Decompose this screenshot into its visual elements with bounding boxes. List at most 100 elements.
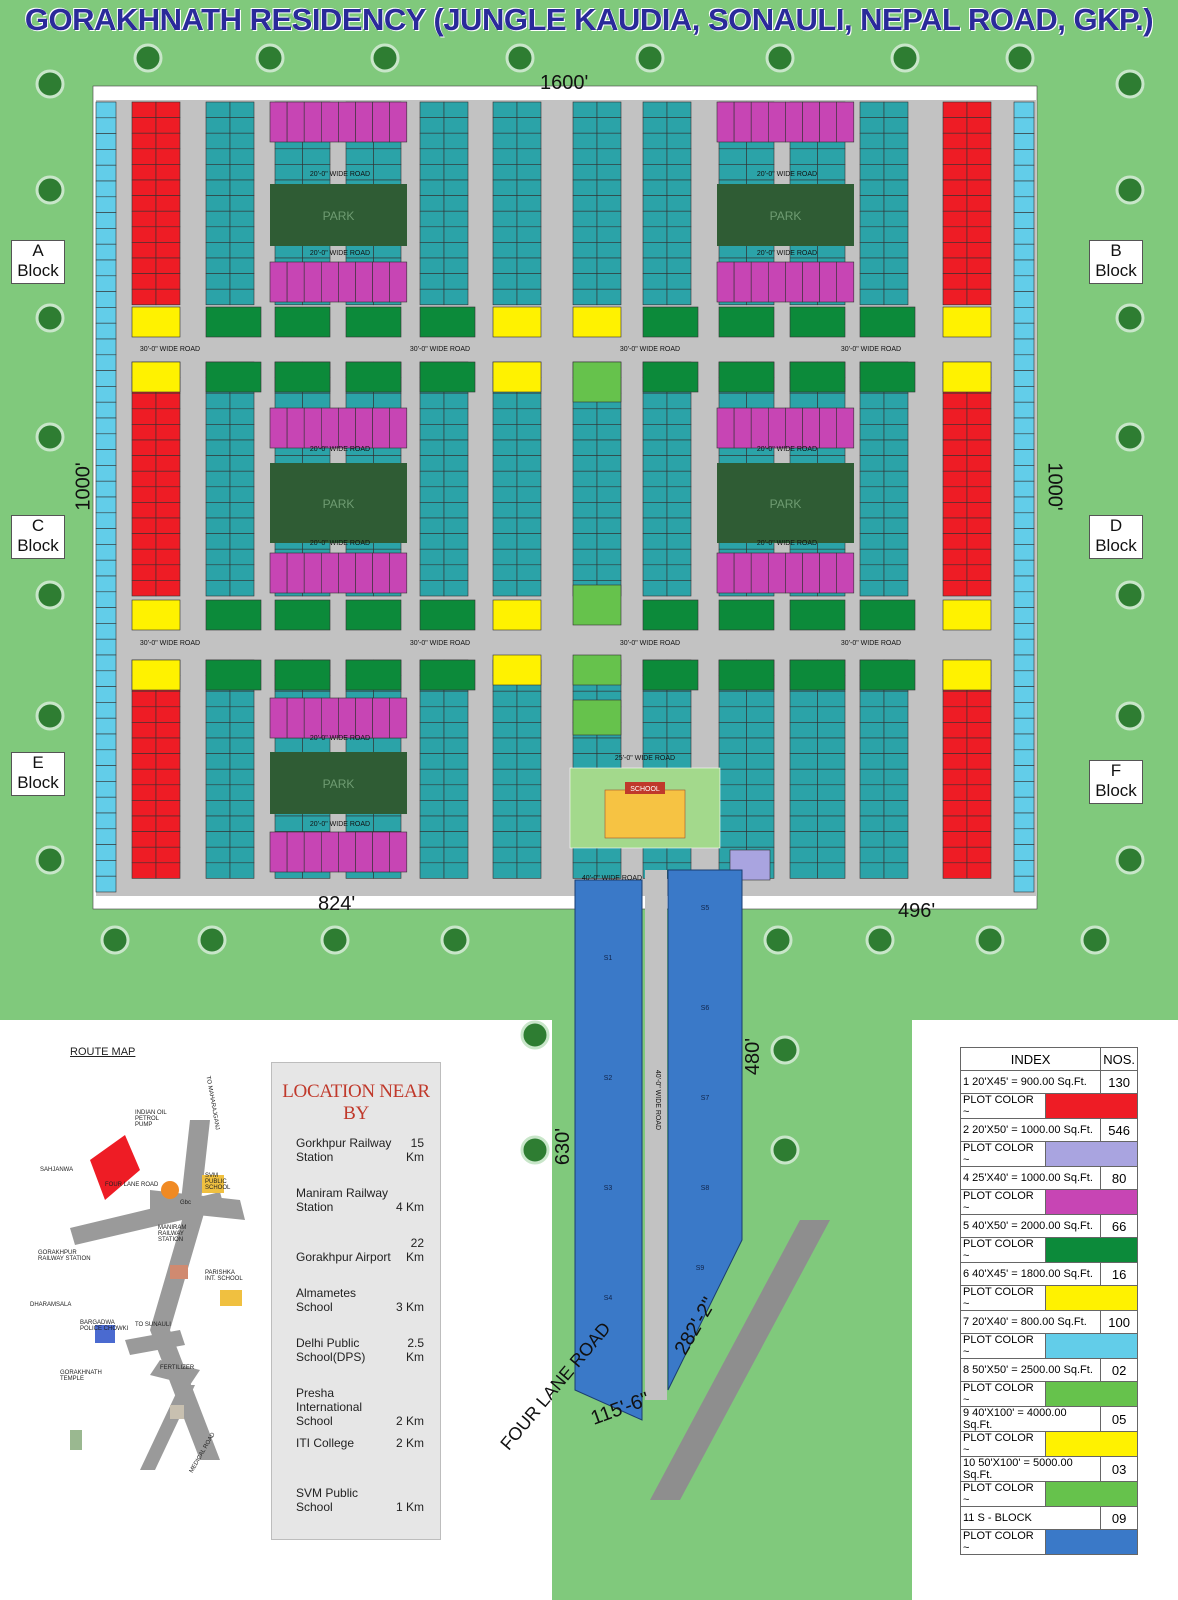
park-label: PARK [323, 497, 355, 511]
plot [205, 424, 231, 441]
plot [789, 831, 818, 848]
plot [492, 132, 518, 150]
plot [443, 737, 469, 754]
plot-magenta [819, 261, 837, 303]
plot [516, 455, 542, 472]
plot [205, 148, 231, 165]
plot-g [1013, 275, 1035, 292]
plot-g [95, 180, 117, 198]
plot [443, 164, 469, 181]
index-color-row: PLOT COLOR ~ [960, 1093, 1138, 1119]
plot [131, 722, 157, 739]
plot [155, 226, 181, 243]
plot-g [95, 417, 117, 435]
location-dist: 2 Km [396, 1414, 425, 1428]
plot [789, 392, 818, 410]
plot [131, 706, 157, 723]
plot [516, 288, 542, 306]
plot [789, 815, 818, 832]
index-size: 11 S - BLOCK [959, 1506, 1102, 1530]
plot-magenta [389, 101, 408, 143]
plot [155, 737, 181, 754]
tree-icon [35, 175, 65, 205]
plot [419, 517, 445, 534]
plot [596, 737, 622, 754]
plot [642, 580, 668, 597]
plot-magenta [733, 101, 752, 143]
plot-g [1013, 164, 1035, 182]
plot-magenta [286, 552, 305, 594]
plot [596, 257, 622, 274]
plot [642, 439, 668, 456]
plot [942, 722, 968, 739]
plot-g [95, 275, 117, 292]
plot-g [1013, 591, 1035, 608]
plot [419, 580, 445, 597]
plot [131, 242, 157, 259]
plot [966, 117, 992, 134]
road-label: 40'-0" WIDE ROAD [654, 1070, 661, 1130]
plot [419, 548, 445, 566]
plot [155, 439, 181, 456]
plot-g [1013, 828, 1035, 845]
location-dist: 1 Km [396, 1500, 425, 1514]
plot [131, 439, 157, 456]
plot [572, 455, 598, 472]
plot [596, 179, 622, 196]
plot [666, 548, 692, 566]
plot [942, 117, 968, 134]
plot [666, 210, 692, 228]
route-label-four-lane: FOUR LANE ROAD [105, 1182, 159, 1188]
plot [229, 164, 255, 181]
dim-left: 1000' [72, 462, 95, 511]
plot [966, 831, 992, 848]
plot [666, 424, 692, 441]
plot [883, 862, 909, 879]
plot [596, 148, 622, 165]
plot [131, 148, 157, 165]
plot [966, 706, 992, 723]
plot [274, 815, 303, 832]
plot [942, 148, 968, 165]
plot-g [95, 370, 117, 387]
plot [443, 815, 469, 832]
plot [883, 548, 909, 566]
plot [718, 784, 747, 801]
route-label-petrol: INDIAN OIL PETROL PUMP [135, 1110, 167, 1128]
plot [205, 800, 231, 817]
plot [131, 179, 157, 196]
tree-icon [133, 43, 163, 73]
dim-s-left: 630' [552, 1127, 575, 1166]
plot-darkgreen [205, 361, 262, 393]
road-label: 30'-0" WIDE ROAD [410, 640, 470, 647]
index-row: 7 20'X40' = 800.00 Sq.Ft.100 [959, 1310, 1138, 1334]
plot [443, 179, 469, 196]
plot [205, 548, 231, 566]
plot [859, 517, 885, 534]
plot [155, 580, 181, 597]
plot-g [95, 133, 117, 150]
plot [155, 408, 181, 425]
plot [516, 690, 542, 708]
plot-g [1013, 196, 1035, 213]
plot [205, 533, 231, 550]
plot-g [1013, 180, 1035, 198]
plot-g [1013, 338, 1035, 356]
plot-g [1013, 844, 1035, 861]
tree-icon [35, 580, 65, 610]
plot [817, 737, 846, 754]
plot [155, 392, 181, 410]
plot [443, 226, 469, 243]
plot [155, 455, 181, 472]
plot-yellow [131, 659, 181, 691]
plot [443, 502, 469, 519]
plot [229, 288, 255, 306]
plot-g [95, 386, 117, 403]
plot-g [1013, 717, 1035, 735]
plot-darkgreen [718, 361, 775, 393]
plot-yellow [942, 306, 992, 338]
plot [789, 148, 818, 165]
plot [642, 179, 668, 196]
